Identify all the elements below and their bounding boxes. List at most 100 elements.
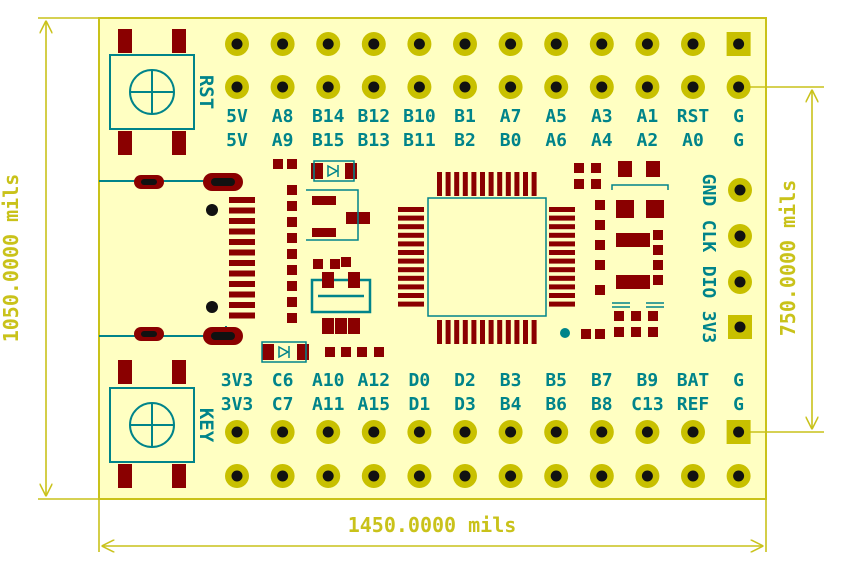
- bottom-header-pad: [544, 464, 569, 488]
- top-header-pad: [544, 32, 569, 56]
- bottom-header-pad: [726, 420, 751, 444]
- usb-connector: [99, 173, 255, 345]
- top-header-pad: [635, 32, 660, 56]
- top-header-pad: [498, 32, 523, 56]
- bottom-header-pads: [225, 420, 751, 488]
- bottom-header-pad: [225, 464, 249, 488]
- key-button-label: KEY: [195, 408, 217, 443]
- pin-label: 3V3: [221, 370, 254, 391]
- voltage-regulator: [611, 161, 669, 308]
- pin-label: B6: [545, 394, 567, 415]
- pin-label: B15: [312, 130, 345, 151]
- top-header-pad: [453, 32, 477, 56]
- swd-pin-label: CLK: [698, 220, 719, 253]
- pin-label: A8: [272, 106, 294, 127]
- dimension-height: [38, 17, 99, 500]
- pin-label: A7: [500, 106, 522, 127]
- top-header-pad: [407, 75, 432, 99]
- pin-label: A3: [591, 106, 613, 127]
- mcu-pin1-marker: [560, 328, 570, 338]
- header-spacing-dimension-label: 750.0000 mils: [776, 180, 800, 337]
- pin-label: B1: [454, 106, 476, 127]
- bottom-header-pad: [589, 464, 614, 488]
- top-header-pad: [361, 75, 386, 99]
- pin-label: BAT: [677, 370, 710, 391]
- key-button: KEY: [109, 360, 217, 488]
- rst-button-label: RST: [195, 75, 217, 109]
- bottom-header-pad: [544, 420, 569, 444]
- top-header-pad: [726, 75, 751, 99]
- bottom-header-pad: [316, 420, 341, 444]
- top-header-pad: [498, 75, 523, 99]
- pin-label: B8: [591, 394, 613, 415]
- pin-label: B0: [500, 130, 522, 151]
- pin-label: A10: [312, 370, 345, 391]
- bottom-header-pad: [726, 464, 751, 488]
- pin-label: B2: [454, 130, 476, 151]
- top-header-pad: [681, 75, 705, 99]
- top-header-pad: [453, 75, 477, 99]
- top-header-pad: [726, 32, 751, 56]
- pin-label: A2: [637, 130, 659, 151]
- pin-label: B10: [403, 106, 436, 127]
- pin-label: A1: [637, 106, 659, 127]
- bottom-header-pad: [361, 464, 386, 488]
- width-dimension-label: 1450.0000 mils: [348, 513, 517, 537]
- pin-label: A9: [272, 130, 294, 151]
- bottom-header-pad: [453, 420, 477, 444]
- top-header-pad: [225, 32, 249, 56]
- bottom-header-pad: [316, 464, 341, 488]
- height-dimension-label: 1050.0000 mils: [0, 174, 23, 343]
- pin-label: G: [733, 370, 744, 391]
- top-header-pad: [589, 32, 614, 56]
- diode-d2: [261, 341, 309, 363]
- pin-label: B14: [312, 106, 345, 127]
- pin-label: RST: [677, 106, 710, 127]
- swd-pin-label: GND: [698, 174, 719, 207]
- pin-label: A15: [358, 394, 391, 415]
- pin-label: D3: [454, 394, 476, 415]
- pin-label: D2: [454, 370, 476, 391]
- bottom-header-pad: [407, 420, 432, 444]
- mcu-chip: [398, 172, 575, 344]
- pin-label: G: [733, 106, 744, 127]
- top-header-pad: [361, 32, 386, 56]
- bottom-header-pad: [453, 464, 477, 488]
- bottom-header-pad: [407, 464, 432, 488]
- top-header-pad: [544, 75, 569, 99]
- pin-label: 3V3: [221, 394, 254, 415]
- swd-header-labels: GND CLK DIO 3V3: [698, 174, 719, 344]
- bottom-header-pad: [681, 420, 705, 444]
- pin-label: C6: [272, 370, 294, 391]
- swd-pin-label: DIO: [698, 266, 719, 299]
- swd-header-pad: [728, 224, 752, 248]
- top-header-pad: [270, 75, 295, 99]
- pin-label: B7: [591, 370, 613, 391]
- dimension-header-spacing: [744, 86, 824, 433]
- swd-pin-label: 3V3: [698, 311, 719, 344]
- top-header-pad: [316, 75, 341, 99]
- pin-label: A11: [312, 394, 345, 415]
- pin-label: B12: [358, 106, 391, 127]
- bottom-header-pad: [635, 420, 660, 444]
- pin-label: C13: [631, 394, 664, 415]
- pin-label: C7: [272, 394, 294, 415]
- bottom-header-pad: [635, 464, 660, 488]
- pin-label: D1: [409, 394, 431, 415]
- pin-label: 5V: [226, 130, 248, 151]
- top-header-pad: [635, 75, 660, 99]
- pin-label: B5: [545, 370, 567, 391]
- pin-label: A6: [545, 130, 567, 151]
- swd-header-pad: [728, 178, 752, 202]
- bottom-header-pad: [589, 420, 614, 444]
- top-header-pad: [681, 32, 705, 56]
- bottom-header-pad: [681, 464, 705, 488]
- pin-label: REF: [677, 394, 710, 415]
- pin-label: A5: [545, 106, 567, 127]
- top-header-pad: [407, 32, 432, 56]
- pin-label: B11: [403, 130, 436, 151]
- pin-label: A0: [682, 130, 704, 151]
